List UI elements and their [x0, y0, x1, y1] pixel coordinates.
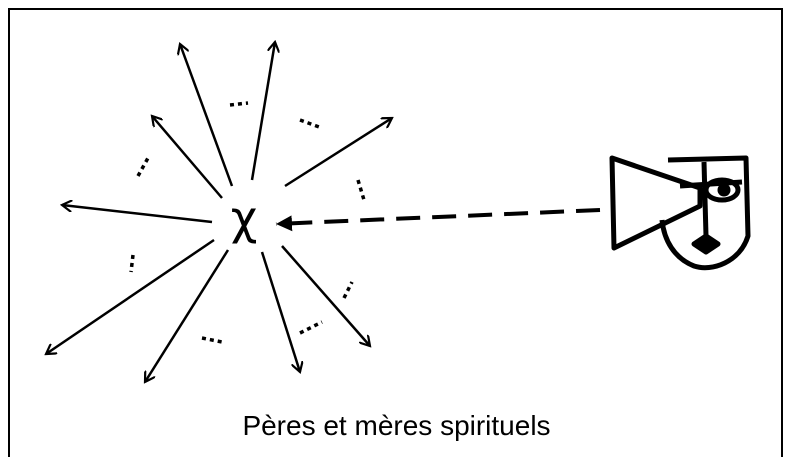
dots-bottom-left — [201, 336, 223, 344]
diagram-caption: Pères et mères spirituels — [242, 410, 551, 441]
ellipsis-dots — [129, 101, 366, 344]
arrow-lower-left — [46, 238, 215, 354]
face-with-viewing-cone-icon — [609, 155, 751, 271]
arrow-up — [250, 42, 275, 181]
dots-right — [356, 179, 366, 201]
center-symbol: χ — [230, 191, 258, 245]
dots-top — [229, 101, 249, 107]
arrow-upper-right — [284, 118, 392, 188]
arrow-down-left — [145, 249, 230, 382]
dots-upper-left — [136, 157, 150, 177]
arrow-left — [62, 205, 213, 224]
gaze-dashed-arrow — [275, 208, 601, 232]
dots-lower-right — [342, 281, 354, 299]
diagram-frame — [8, 8, 783, 457]
outgoing-arrows — [46, 42, 392, 382]
dots-lower-right-2 — [299, 320, 323, 335]
dots-left — [129, 254, 135, 273]
arrow-down — [260, 251, 300, 372]
arrow-up-left — [180, 44, 234, 187]
arrow-lower-right — [281, 245, 370, 346]
arrow-upper-left — [152, 116, 223, 199]
dots-upper-right — [299, 118, 323, 130]
